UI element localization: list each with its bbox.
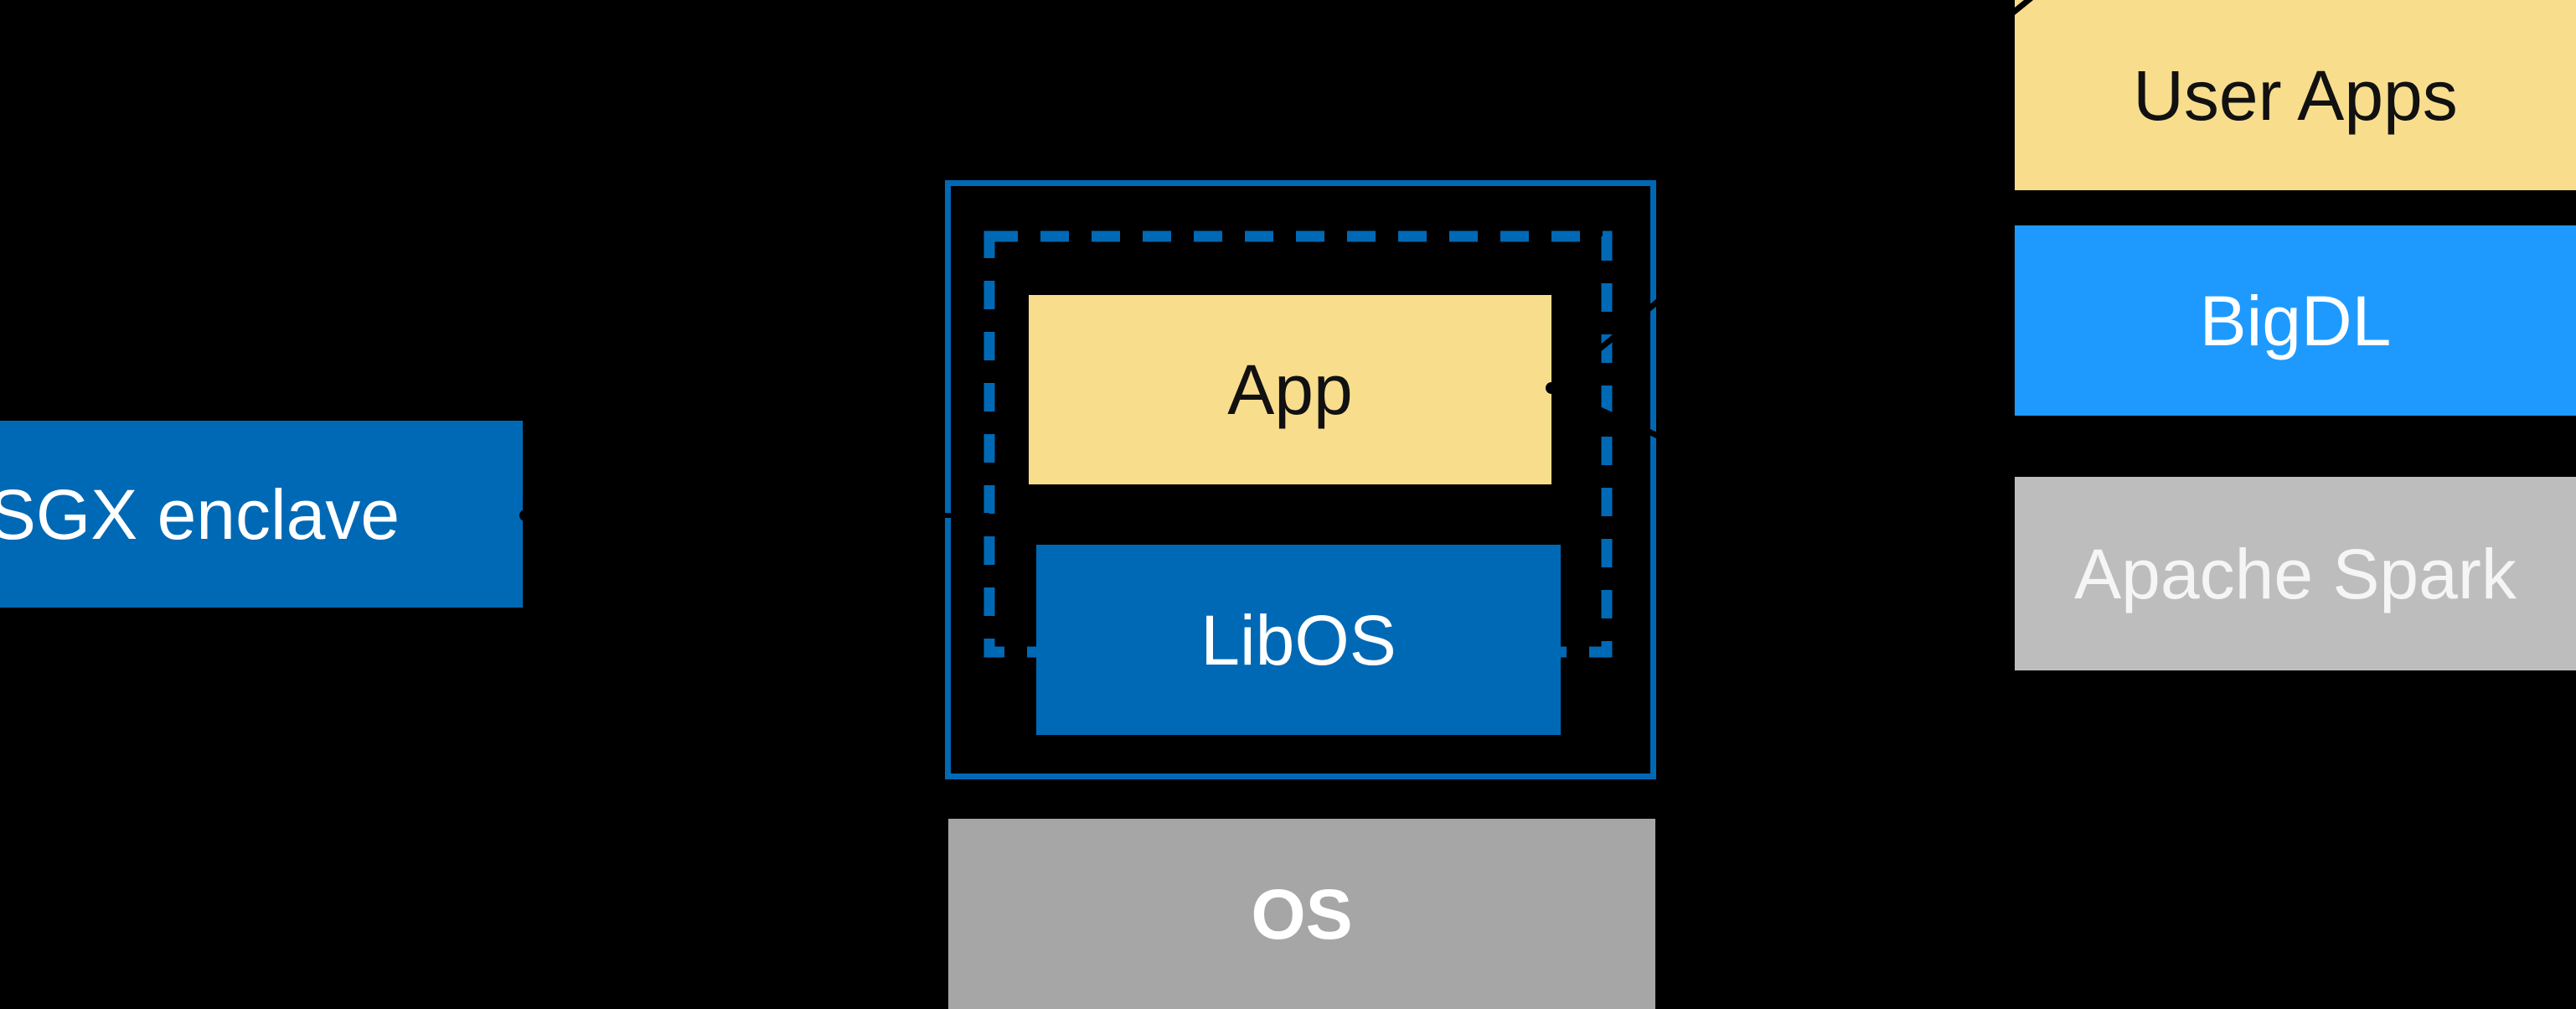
bigdl-label: BigDL bbox=[2199, 281, 2392, 360]
os-label: OS bbox=[1251, 874, 1353, 954]
stack-item-bigdl: BigDL bbox=[2015, 225, 2576, 416]
stack-item-apache-spark: Apache Spark bbox=[2015, 477, 2576, 670]
sgx-enclave-label: SGX enclave bbox=[0, 474, 400, 554]
app-label: App bbox=[1227, 350, 1353, 429]
app-callout-dot bbox=[1546, 382, 1557, 394]
libos-label: LibOS bbox=[1200, 600, 1396, 680]
os-box: OS bbox=[948, 819, 1655, 1009]
app-to-apache-spark-line bbox=[1550, 385, 1995, 590]
apache-spark-label: Apache Spark bbox=[2074, 534, 2517, 613]
app-box: App bbox=[1029, 295, 1551, 484]
sgx-callout-dot bbox=[519, 510, 531, 521]
enclave-outer-box bbox=[945, 180, 1656, 779]
app-to-user-apps-line bbox=[1549, 0, 2034, 391]
libos-box: LibOS bbox=[1036, 545, 1561, 735]
sgx-enclave-label-box: SGX enclave bbox=[0, 421, 523, 608]
user-apps-label: User Apps bbox=[2133, 55, 2458, 135]
stack-item-user-apps: User Apps bbox=[2015, 0, 2576, 190]
